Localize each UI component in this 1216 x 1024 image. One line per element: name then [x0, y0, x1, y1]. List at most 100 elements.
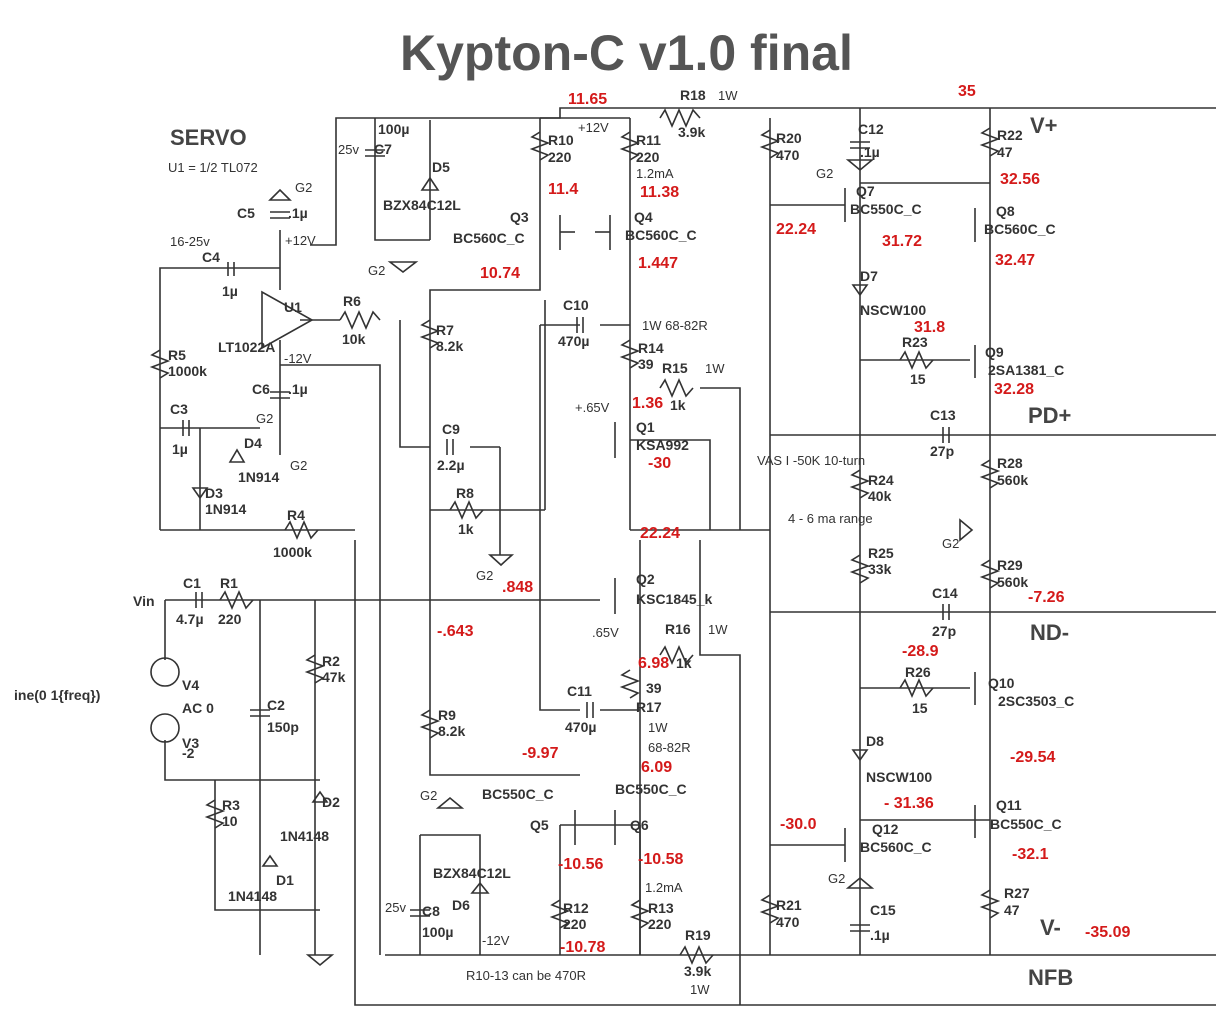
servo-note: U1 = 1/2 TL072 — [168, 160, 258, 175]
d7-name: D7 — [860, 268, 878, 284]
v3-name: V3 — [182, 735, 199, 751]
c14-name: C14 — [932, 585, 958, 601]
q11-name: Q11 — [996, 797, 1022, 813]
d3-part: 1N914 — [205, 501, 246, 517]
voltage-label: -10.78 — [560, 939, 605, 956]
r11-name: R11 — [636, 132, 661, 148]
c3-name: C3 — [170, 401, 188, 417]
q1-part: KSA992 — [636, 437, 689, 453]
c13-value: 27p — [930, 443, 954, 459]
rail-nfb: NFB — [1028, 965, 1073, 990]
r4-name: R4 — [287, 507, 305, 523]
q6-part: BC550C_C — [615, 781, 687, 797]
c10-name: C10 — [563, 297, 589, 313]
voltage-label: -30.0 — [780, 816, 817, 833]
c4-name: C4 — [202, 249, 220, 265]
c2-name: C2 — [267, 697, 285, 713]
voltage-label: 10.74 — [480, 265, 520, 282]
plus12-label: +12V — [578, 120, 609, 135]
voltage-label: 32.47 — [995, 252, 1035, 269]
r25-value: 33k — [868, 561, 892, 577]
r23-name: R23 — [902, 334, 928, 350]
r7-value: 8.2k — [436, 338, 463, 354]
q9-name: Q9 — [985, 344, 1004, 360]
rail-vminus: V- — [1040, 915, 1061, 940]
r20-value: 470 — [776, 147, 800, 163]
c8-voltage: 25v — [385, 900, 406, 915]
resistors — [149, 108, 1001, 965]
g2-label: G2 — [420, 788, 437, 803]
r12-value: 220 — [563, 916, 587, 932]
voltage-label: .848 — [502, 579, 533, 596]
d2-part: 1N4148 — [280, 828, 329, 844]
d2-name: D2 — [322, 794, 340, 810]
r3-value: 10 — [222, 813, 238, 829]
q7-part: BC550C_C — [850, 201, 922, 217]
r9-name: R9 — [438, 707, 456, 723]
r18-value: 3.9k — [678, 124, 705, 140]
q5-part: BC550C_C — [482, 786, 554, 802]
q9-part: 2SA1381_C — [988, 362, 1064, 378]
c7-voltage: 25v — [338, 142, 359, 157]
d1-name: D1 — [276, 872, 294, 888]
r17-name: R17 — [636, 699, 662, 715]
c11-name: C11 — [567, 683, 592, 699]
voltage-label: 11.38 — [640, 184, 679, 201]
g2-label: G2 — [295, 180, 312, 195]
r26-name: R26 — [905, 664, 931, 680]
voltage-label: -7.26 — [1028, 589, 1065, 606]
voltage-label: 6.98 — [638, 655, 669, 672]
r2-value: 47k — [322, 669, 346, 685]
c9-name: C9 — [442, 421, 460, 437]
r13-value: 220 — [648, 916, 672, 932]
d4-name: D4 — [244, 435, 262, 451]
d8-name: D8 — [866, 733, 884, 749]
r10-value: 220 — [548, 149, 572, 165]
r16-value: 1k — [676, 655, 692, 671]
r21-value: 470 — [776, 914, 800, 930]
vin-label: Vin — [133, 593, 155, 609]
g2-label: G2 — [816, 166, 833, 181]
voltage-label: 31.72 — [882, 233, 922, 250]
r18-rating: 1W — [718, 88, 738, 103]
r11-value: 220 — [636, 149, 660, 165]
r8-value: 1k — [458, 521, 474, 537]
r16-rating: 1W — [708, 622, 728, 637]
q8-part: BC560C_C — [984, 221, 1056, 237]
voltage-label: 11.4 — [548, 181, 578, 198]
d6-part: BZX84C12L — [433, 865, 511, 881]
r12-name: R12 — [563, 900, 589, 916]
c7-name: C7 — [374, 141, 392, 157]
r15-rating: 1W — [705, 361, 725, 376]
q3-part: BC560C_C — [453, 230, 525, 246]
g2-label: G2 — [828, 871, 845, 886]
voltage-label: 32.28 — [994, 381, 1034, 398]
w68-top: 1W 68-82R — [642, 318, 708, 333]
d5-name: D5 — [432, 159, 450, 175]
q3-name: Q3 — [510, 209, 529, 225]
r16-name: R16 — [665, 621, 691, 637]
r4-value: 1000k — [273, 544, 312, 560]
r28-value: 560k — [997, 472, 1028, 488]
d7-part: NSCW100 — [860, 302, 926, 318]
ac-label: AC 0 — [182, 700, 214, 716]
voltage-label: -35.09 — [1085, 924, 1130, 941]
page-title: Kypton-C v1.0 final — [400, 25, 853, 81]
r25-name: R25 — [868, 545, 894, 561]
voltage-label: - 31.36 — [884, 795, 934, 812]
c8-name: C8 — [422, 903, 440, 919]
d6-name: D6 — [452, 897, 470, 913]
r24-value: 40k — [868, 488, 892, 504]
c2-value: 150p — [267, 719, 299, 735]
q12-part: BC560C_C — [860, 839, 932, 855]
q2-part: KSC1845_k — [636, 591, 712, 607]
q10-name: Q10 — [988, 675, 1015, 691]
ma-top: 1.2mA — [636, 166, 674, 181]
r23-value: 15 — [910, 371, 926, 387]
r10-name: R10 — [548, 132, 574, 148]
source-label: ine(0 1{freq}) — [14, 687, 100, 703]
rail-ndminus: ND- — [1030, 620, 1069, 645]
c12-name: C12 — [858, 121, 884, 137]
q6-name: Q6 — [630, 817, 649, 833]
